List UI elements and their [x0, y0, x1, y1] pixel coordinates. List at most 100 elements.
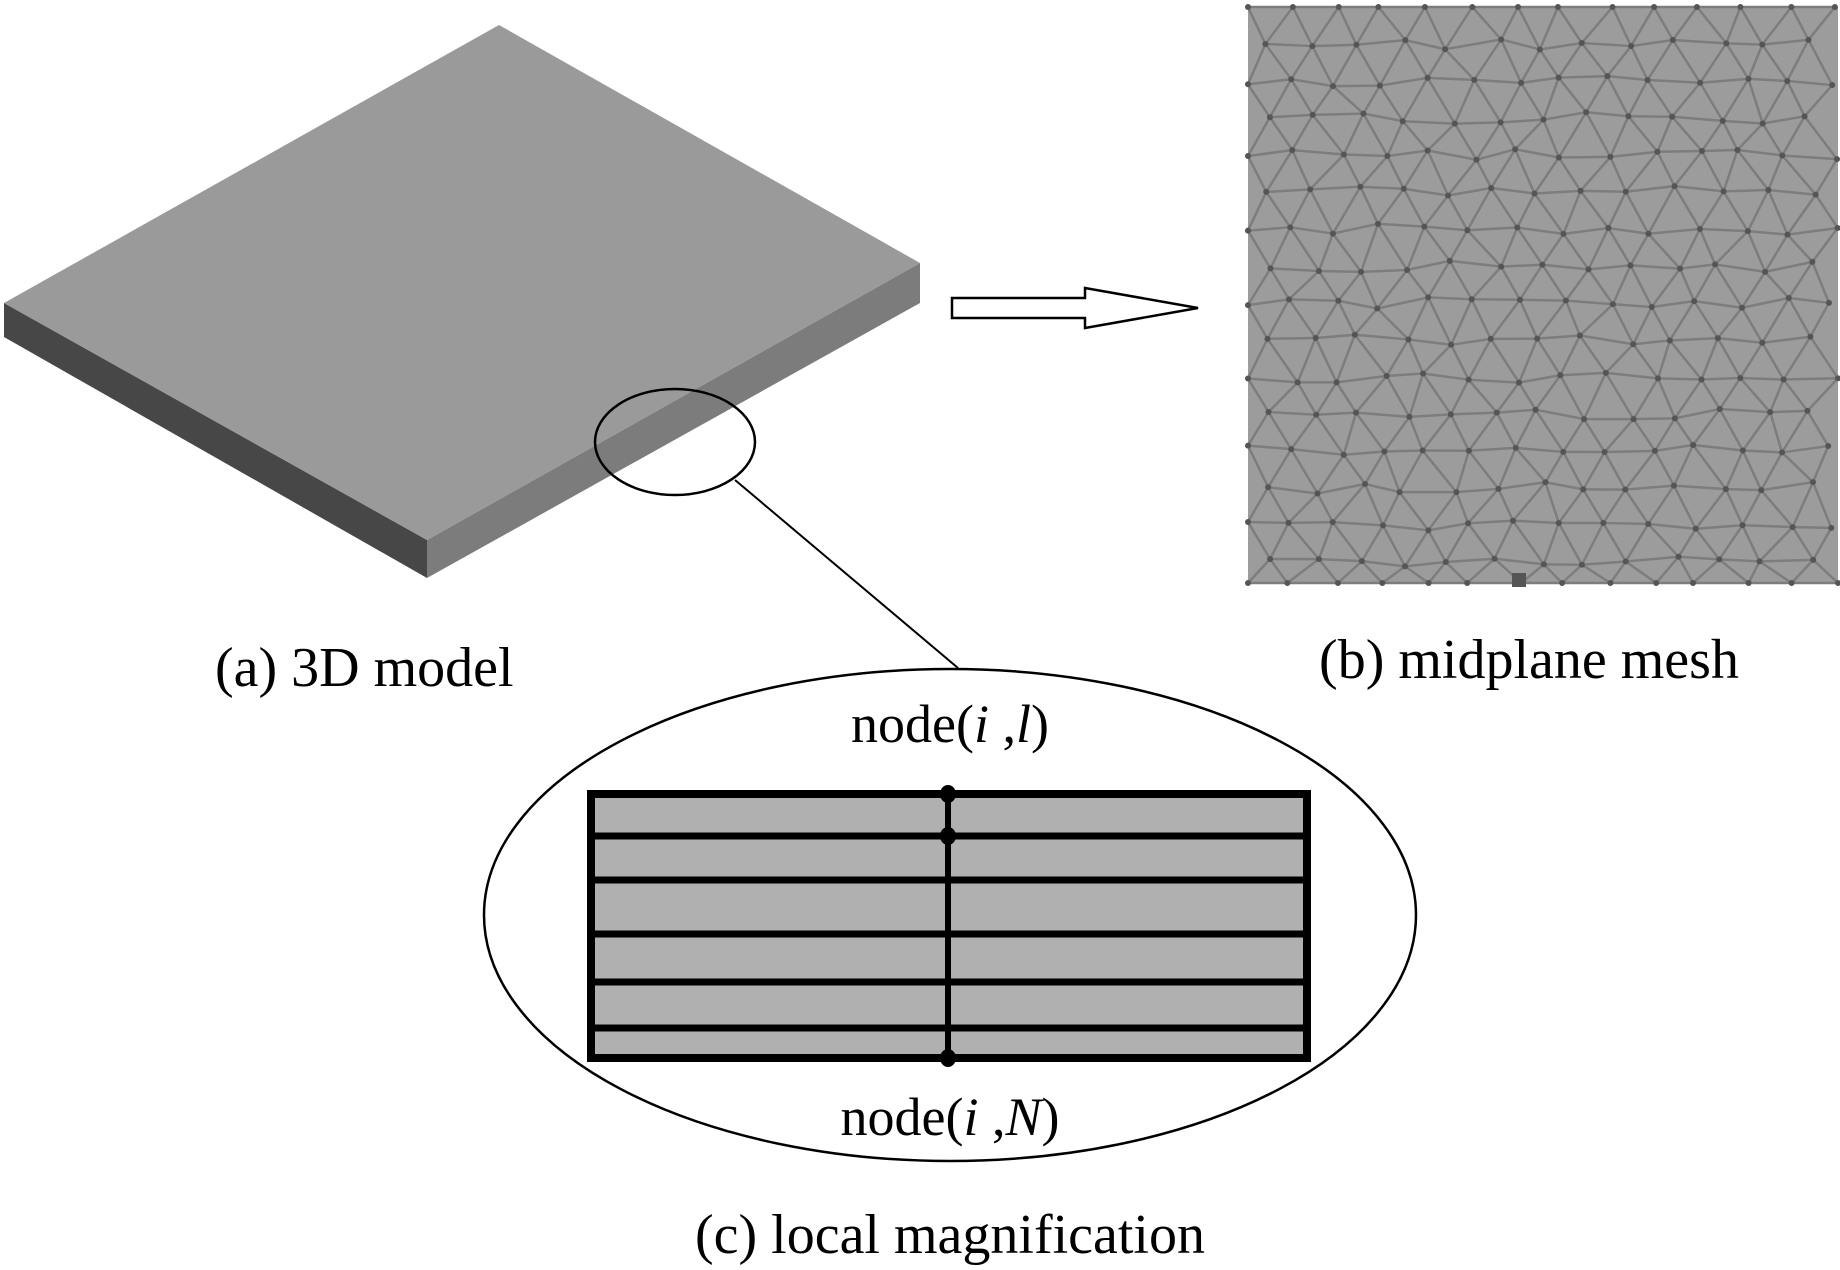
mesh-edge: [1648, 522, 1696, 531]
mesh-edge: [1790, 6, 1810, 41]
mesh-edge: [1629, 45, 1649, 81]
mesh-edge: [1655, 555, 1680, 584]
mesh-edge: [1316, 411, 1357, 417]
mesh-edge: [1700, 337, 1720, 380]
mesh-edge: [1268, 78, 1293, 118]
mesh-edge: [1747, 78, 1764, 124]
mesh-edge: [1700, 120, 1724, 152]
mesh-edge: [1500, 118, 1544, 124]
mesh-edge: [1736, 122, 1764, 151]
mesh-edge: [1653, 417, 1676, 452]
mesh-node: [1716, 406, 1723, 413]
mesh-node: [1779, 449, 1786, 456]
mesh-edge: [1632, 343, 1660, 380]
mesh-edge: [1718, 377, 1742, 410]
mesh-node: [1309, 111, 1316, 118]
mesh-node: [1375, 4, 1382, 10]
mesh-edge: [1647, 232, 1682, 270]
mesh-node: [1627, 262, 1634, 269]
mesh-node: [1376, 82, 1383, 89]
mesh-edge: [1783, 377, 1839, 381]
mesh-edge: [1490, 148, 1517, 189]
mesh-edge: [1247, 226, 1291, 232]
mesh-node: [1488, 184, 1495, 191]
mesh-node: [1512, 444, 1519, 451]
mesh-edge: [1331, 483, 1366, 523]
mesh-edge: [1246, 83, 1271, 118]
mesh-edge: [1724, 488, 1744, 526]
mesh-edge: [1337, 6, 1358, 46]
mesh-edge: [1467, 226, 1518, 232]
mesh-edge: [1624, 450, 1656, 491]
mesh-edge: [1561, 563, 1583, 584]
mesh-edge: [1582, 451, 1606, 491]
mesh-edge: [1427, 76, 1475, 82]
mesh-edge: [1475, 121, 1502, 161]
mesh-edge: [1246, 521, 1272, 560]
mesh-edge: [1246, 6, 1267, 45]
mesh-edge: [1406, 259, 1451, 272]
mesh-edge: [1700, 77, 1749, 85]
mesh-edge: [1363, 483, 1385, 526]
mesh-edge: [1246, 445, 1270, 488]
mesh-edge: [1490, 187, 1519, 229]
mesh-node: [1807, 333, 1814, 340]
mesh-node: [1698, 376, 1705, 383]
mesh-edge: [1538, 6, 1560, 50]
mesh-edge: [1606, 75, 1630, 117]
mesh-edge: [1514, 148, 1560, 159]
magnification-ellipse: [482, 667, 1418, 1163]
mesh-edge: [1360, 185, 1404, 191]
mesh-edge: [1267, 381, 1299, 413]
mesh-edge: [1761, 80, 1789, 125]
mesh-edge: [1787, 261, 1814, 299]
mesh-edge: [1296, 337, 1317, 383]
mesh-edge: [1762, 115, 1805, 125]
mesh-edge: [1579, 334, 1634, 346]
mesh-node: [1294, 379, 1301, 386]
mesh-edge: [1386, 120, 1404, 157]
mesh-edge: [1314, 337, 1338, 383]
mesh-edge: [1316, 454, 1345, 495]
mesh-edge: [1587, 227, 1610, 270]
mesh-edge: [1588, 264, 1631, 271]
mesh-edge: [1384, 449, 1423, 453]
mesh-edge: [1609, 115, 1630, 158]
mesh-node: [1406, 413, 1413, 420]
mesh-edge: [1428, 296, 1472, 301]
mesh-edge: [1650, 267, 1682, 308]
mesh-edge: [1671, 6, 1698, 41]
mesh-edge: [1270, 267, 1320, 273]
mesh-edge: [1671, 81, 1702, 118]
mesh-edge: [1695, 523, 1743, 531]
mesh-edge: [1311, 45, 1335, 87]
mesh-edge: [1312, 43, 1357, 48]
mesh-edge: [1376, 296, 1429, 310]
mesh-node: [1825, 299, 1832, 306]
mesh-edge: [1247, 520, 1289, 525]
mesh-node: [1451, 120, 1458, 127]
mesh-edge: [1335, 334, 1356, 383]
mesh-edge: [1290, 414, 1318, 450]
mesh-node: [1442, 46, 1449, 53]
mesh-edge: [1383, 451, 1401, 493]
mesh-edge: [1716, 337, 1742, 379]
mesh-node: [1737, 375, 1744, 382]
mesh-edge: [1268, 410, 1317, 417]
mesh-edge: [1701, 148, 1738, 153]
mesh-edge: [1246, 377, 1270, 413]
mesh-node: [1805, 36, 1812, 43]
mesh-edge: [1404, 565, 1430, 585]
mesh-edge: [1767, 189, 1789, 236]
mesh-edge: [1536, 299, 1567, 340]
mesh-edge: [1456, 487, 1499, 494]
mesh-edge: [1780, 410, 1809, 454]
mesh-edge: [1378, 84, 1404, 122]
mesh-edge: [1739, 6, 1764, 46]
mesh-edge: [1811, 481, 1833, 529]
mesh-edge: [1812, 558, 1839, 584]
mesh-edge: [1678, 268, 1696, 302]
mesh-edge: [1500, 6, 1520, 41]
mesh-edge: [1467, 522, 1496, 560]
mesh-node: [1424, 147, 1431, 154]
